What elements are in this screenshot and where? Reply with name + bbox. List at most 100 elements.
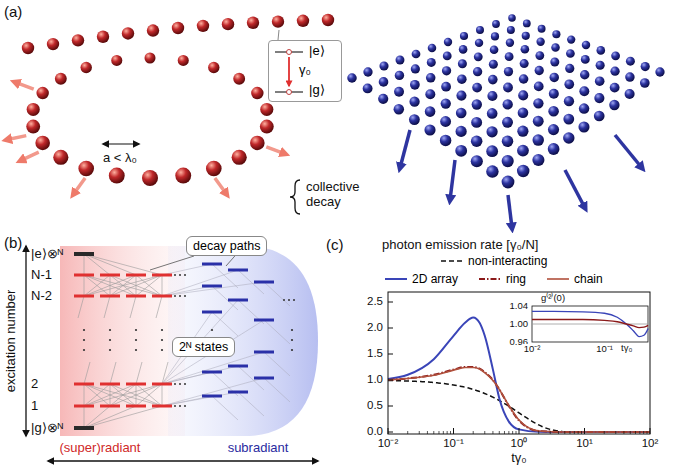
decay-paths (78, 254, 290, 428)
plot-frame (388, 292, 650, 434)
curve (388, 368, 650, 432)
tick-label: 1.04 (509, 301, 530, 312)
atom (272, 15, 284, 27)
legend-text: 2D array (412, 272, 458, 286)
tick-label: 1.00 (509, 319, 530, 330)
atom (426, 73, 435, 82)
emission-arrow (215, 178, 227, 194)
atom (551, 43, 560, 52)
atom (26, 120, 40, 134)
atom (378, 94, 388, 104)
atom (411, 64, 420, 73)
atom (440, 135, 451, 146)
atom (596, 61, 605, 70)
tick-label: 1.0 (366, 373, 384, 386)
tick-label: 10⁻¹ (442, 437, 465, 450)
atom (247, 17, 259, 29)
atom (492, 20, 500, 28)
figure-label: a < λ₀ (103, 151, 137, 166)
tick-label: 0.5 (366, 399, 384, 412)
tick-label: 10⁻² (523, 344, 542, 355)
atom (78, 161, 94, 177)
atom (442, 66, 451, 75)
atom (625, 72, 634, 81)
atom (122, 27, 134, 39)
atom (441, 82, 451, 92)
figure-label: |g⟩⊗ᴺ (31, 421, 63, 436)
figure-label: N-2 (31, 289, 52, 304)
tick-label: 2.0 (366, 321, 384, 334)
atom (505, 52, 514, 61)
atom (655, 67, 664, 76)
radiance-axis (48, 460, 318, 461)
atom (455, 145, 467, 157)
atom (486, 126, 497, 137)
atom (379, 61, 388, 70)
atom (47, 38, 59, 50)
radiant-region (60, 246, 185, 436)
atom (565, 64, 574, 73)
panel-letter: (b) (4, 234, 22, 251)
legend-item: 2D array (384, 272, 458, 286)
atom (444, 38, 452, 46)
figure-label: N-1 (31, 268, 52, 283)
atom (579, 103, 589, 113)
tick-label: 2.5 (366, 295, 384, 308)
curve (388, 381, 650, 432)
energy-levels (74, 252, 295, 430)
legend-sample (384, 274, 408, 284)
atom (520, 59, 529, 68)
atom (471, 136, 483, 148)
atom (504, 67, 513, 76)
atom (297, 15, 309, 27)
atom (35, 136, 50, 151)
atom (457, 74, 467, 84)
atom (27, 103, 40, 116)
atom (440, 116, 451, 127)
atom (347, 73, 357, 83)
atom (232, 150, 247, 165)
legend-sample (478, 274, 502, 284)
figure-label: excitation number (4, 290, 19, 393)
atom (36, 87, 48, 99)
panel-a-art (7, 14, 665, 228)
atom (456, 126, 467, 137)
emission-arrow (565, 170, 585, 208)
atom (536, 38, 544, 46)
inset-curve (532, 320, 648, 328)
panel-b-art (26, 246, 318, 461)
atom (441, 98, 451, 108)
atom (363, 83, 373, 93)
atom (533, 98, 543, 108)
atom (379, 77, 389, 87)
atom (251, 87, 263, 99)
atom (427, 58, 436, 67)
atom (472, 83, 482, 93)
atom (222, 18, 234, 30)
atom (488, 75, 498, 85)
atom (625, 89, 635, 99)
panel-letter: (a) (4, 3, 22, 20)
tick-label: 10¹ (575, 437, 594, 450)
atom (394, 87, 404, 97)
atom (363, 67, 372, 76)
figure-label: collective decay (306, 180, 370, 210)
emission-arrow (7, 136, 27, 140)
tick-label: 10² (641, 437, 660, 450)
atom (564, 96, 574, 106)
leader-line (226, 256, 235, 266)
inset-curve (532, 311, 648, 336)
atom (521, 45, 530, 54)
atom (548, 106, 559, 117)
atom (522, 32, 530, 40)
figure-label: (super)radiant (60, 441, 141, 456)
figure-label: 2 (31, 377, 38, 392)
atom (518, 107, 529, 118)
atom (548, 124, 559, 135)
atom (475, 39, 483, 47)
atom (197, 20, 209, 32)
atom (502, 117, 513, 128)
atom (486, 145, 498, 157)
figure-label: subradiant (228, 441, 289, 456)
inset-frame (532, 306, 648, 342)
